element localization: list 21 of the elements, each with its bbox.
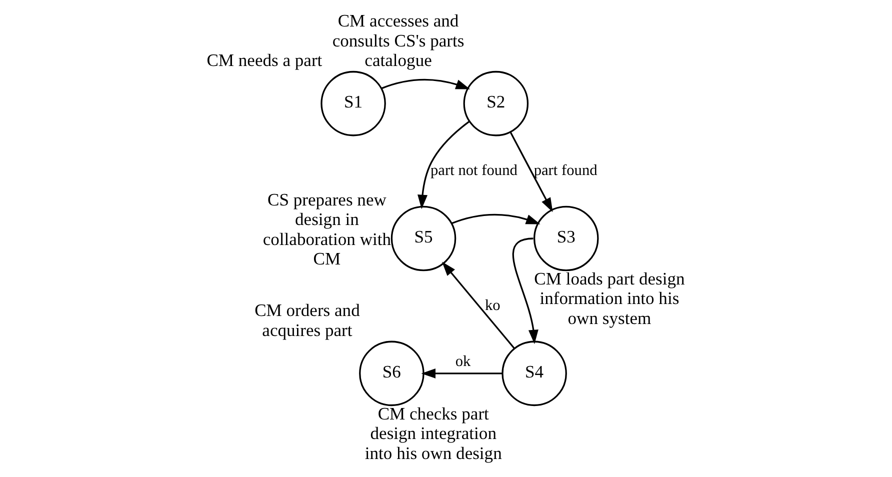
edge-label: ok xyxy=(455,352,471,370)
arrow xyxy=(510,132,553,212)
arrow xyxy=(451,214,540,224)
node-label: CM needs a part xyxy=(206,50,322,70)
node-circle: S3 xyxy=(534,206,599,272)
arrow xyxy=(421,368,502,378)
node-label: CM accesses and consults CS's parts catalogue xyxy=(332,10,464,70)
arrow xyxy=(381,78,470,90)
arrow xyxy=(512,238,538,344)
arrow xyxy=(418,120,470,210)
edge-label: part not found xyxy=(430,162,518,180)
node-label: CM orders and acquires part xyxy=(254,300,360,340)
edge-label: ko xyxy=(484,297,500,314)
node-circle: S6 xyxy=(359,340,424,406)
node-label: CS prepares new design in collaboration with CM xyxy=(262,189,392,269)
arrow xyxy=(442,262,516,349)
node-circle: S1 xyxy=(320,70,386,136)
node-circle: S4 xyxy=(502,340,567,406)
edge-label: part found xyxy=(534,162,598,180)
node-circle: S2 xyxy=(463,70,529,136)
node-circle: S5 xyxy=(390,206,456,272)
